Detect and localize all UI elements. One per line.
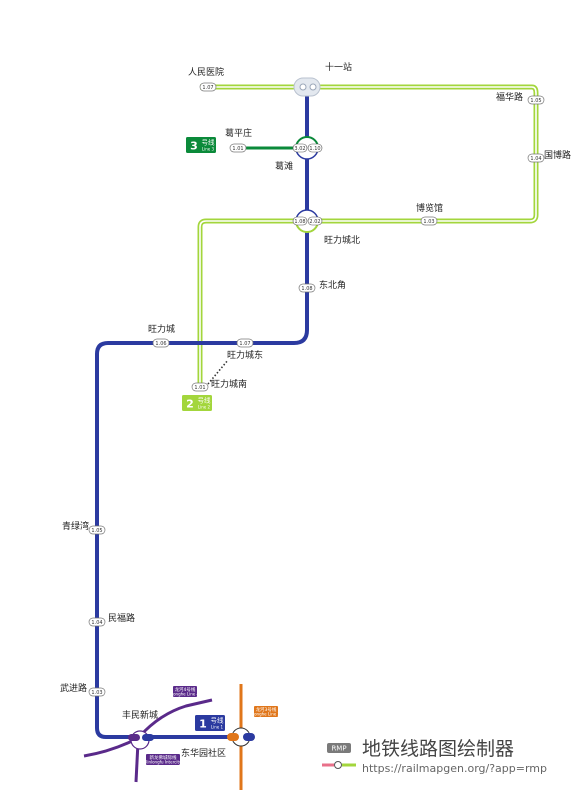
xinlongfu-intercity-route <box>83 738 135 758</box>
station-pill-wangli-cheng <box>152 338 170 348</box>
station-label-geping-zhuang: 葛平庄 <box>225 127 252 139</box>
longhe-line-3-badge-en: Longhe Line 3 <box>252 712 281 717</box>
station-label-bolan-guan: 博览馆 <box>416 202 443 214</box>
station-label-fuhua-lu: 福华路 <box>496 91 523 103</box>
station-label-wujin-lu: 武进路 <box>60 682 87 694</box>
station-pill-qinglu-wan <box>88 525 106 535</box>
station-label-wangli-chengdong: 旺力城东 <box>227 349 263 361</box>
wujin-lu-code: 1.03 <box>91 690 102 696</box>
interchange-donghua-yuan[interactable] <box>227 727 255 747</box>
station-pill-wujin-lu <box>88 687 106 697</box>
brand-block[interactable]: RMP 地铁线路图绘制器 https://railmapgen.org/?app… <box>322 738 547 775</box>
line-3-badge[interactable]: 3 号线 Line 3 <box>186 137 216 153</box>
xinlongfu-badge[interactable]: 新龙佛城际线 Xinlongfu Intercity <box>145 754 182 765</box>
station-pill-geping-zhuang <box>229 143 247 153</box>
station-pill-wangli-chengnan <box>191 382 209 392</box>
line-1-badge-en: Line 1 <box>211 725 224 730</box>
getan-code-b: 1.10 <box>309 146 320 152</box>
line-2-badge-zh: 号线 <box>198 396 212 405</box>
wangli-cheng-code: 1.06 <box>155 341 166 347</box>
xinlongfu-badge-en: Xinlongfu Intercity <box>145 760 182 765</box>
longhe-line-3-badge-zh: 龙河3号线 <box>256 706 277 713</box>
station-label-fengmin-xincheng: 丰民新城 <box>122 709 158 721</box>
bolan-guan-code: 1.03 <box>423 219 434 225</box>
station-label-qinglu-wan: 青绿湾 <box>62 520 89 532</box>
line-1-badge-number: 1 <box>199 718 207 731</box>
interchange-wangli-chengbei[interactable]: 1.08 2.02 <box>292 209 323 233</box>
brand-logo-station-icon <box>334 761 342 769</box>
rmp-tag-text: RMP <box>331 745 346 753</box>
line-1-badge-zh: 号线 <box>211 716 225 725</box>
xinlongfu-badge-zh: 新龙佛城际线 <box>150 754 177 761</box>
station-label-getan: 葛滩 <box>275 160 293 172</box>
station-label-dongbei-jiao: 东北角 <box>319 279 346 291</box>
station-pill-minfu-lu <box>88 617 106 627</box>
longhe-line-4-badge[interactable]: 龙河4号线 Longhe Line 4 <box>171 686 200 697</box>
line-2-badge[interactable]: 2 号线 Line 2 <box>182 395 212 411</box>
wangli-chengdong-code: 1.07 <box>239 341 250 347</box>
line-2-route <box>197 84 539 388</box>
wangli-chengbei-code-a: 1.08 <box>294 219 305 225</box>
longhe-line-4-badge-zh: 龙河4号线 <box>175 686 196 693</box>
guobo-lu-code: 1.04 <box>530 156 541 162</box>
line-1-badge[interactable]: 1 号线 Line 1 <box>195 715 225 731</box>
station-label-donghua-yuan: 东华园社区 <box>181 747 226 759</box>
line-1-route <box>95 87 309 739</box>
line-2-badge-en: Line 2 <box>198 405 211 410</box>
station-pill-fuhua-lu <box>527 95 545 105</box>
minfu-lu-code: 1.04 <box>91 620 102 626</box>
station-label-wangli-cheng: 旺力城 <box>148 323 175 335</box>
getan-code-a: 3.02 <box>294 146 305 152</box>
station-label-wangli-chengbei: 旺力城北 <box>324 234 360 246</box>
station-label-minfu-lu: 民福路 <box>108 612 135 624</box>
dongbei-jiao-code: 1.08 <box>301 286 312 292</box>
station-pill-guobo-lu <box>527 153 545 163</box>
longhe-line-4-badge-en: Longhe Line 4 <box>171 692 200 697</box>
station-label-guobo-lu: 国博路 <box>544 149 571 161</box>
longhe-line-3-badge[interactable]: 龙河3号线 Longhe Line 3 <box>252 706 281 717</box>
interchange-fengmin-xincheng[interactable] <box>128 730 154 750</box>
station-pill-dongbei-jiao <box>298 283 316 293</box>
qinglu-wan-code: 1.05 <box>91 528 102 534</box>
interchange-shiyi-zhan[interactable] <box>293 77 321 97</box>
wangli-chengnan-code: 1.01 <box>194 385 205 391</box>
station-label-wangli-chengnan: 旺力城南 <box>211 378 247 390</box>
line-2-badge-number: 2 <box>186 398 194 411</box>
geping-zhuang-code: 1.01 <box>232 146 243 152</box>
station-pill-wangli-chengdong <box>236 338 254 348</box>
line-3-badge-zh: 号线 <box>202 138 216 147</box>
station-pill-renmin-yiyuan <box>199 82 217 92</box>
fuhua-lu-code: 1.05 <box>530 98 541 104</box>
brand-title: 地铁线路图绘制器 <box>362 738 514 760</box>
wangli-chengbei-code-b: 2.02 <box>309 219 320 225</box>
renmin-yiyuan-code: 1.07 <box>202 85 213 91</box>
rmp-tag <box>327 743 351 753</box>
line-3-badge-number: 3 <box>190 140 198 153</box>
station-label-renmin-yiyuan: 人民医院 <box>188 66 224 78</box>
station-pill-bolan-guan <box>420 216 438 226</box>
brand-url: https://railmapgen.org/?app=rmp <box>362 762 547 775</box>
station-label-shiyi-zhan: 十一站 <box>325 61 352 73</box>
interchange-getan[interactable]: 3.02 1.10 <box>292 136 323 160</box>
line-3-badge-en: Line 3 <box>202 147 215 152</box>
